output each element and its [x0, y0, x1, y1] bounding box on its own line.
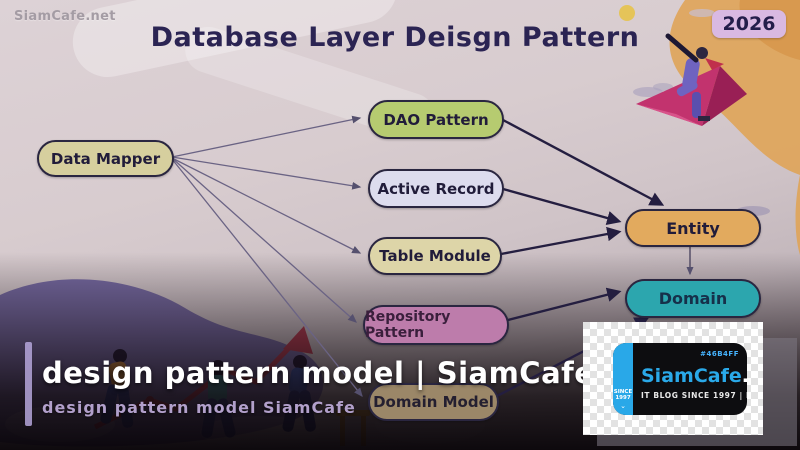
- node-label: Domain: [658, 289, 728, 308]
- node-label: DAO Pattern: [383, 110, 489, 129]
- banner-subheading: design pattern model SiamCafe: [42, 398, 356, 417]
- logo-tagline: IT BLOG SINCE 1997 | BY BOM: [641, 391, 747, 400]
- growth-arrow-icon: [283, 326, 313, 354]
- node-label: Active Record: [377, 179, 495, 198]
- logo-card: SINCE 1997 ⌄ #46B4FF SiamCafe.net IT BLO…: [583, 322, 800, 446]
- banner-accent-bar: [25, 342, 32, 426]
- edge-repository-domain: [507, 287, 622, 322]
- cloud-icon: [653, 83, 673, 91]
- node-domain: Domain: [625, 279, 761, 318]
- edge-tablemodule-entity: [500, 226, 622, 256]
- node-table-module: Table Module: [368, 237, 502, 275]
- edge-datamapper-tablemodule: [171, 157, 362, 254]
- node-domain-model: Domain Model: [368, 383, 499, 421]
- node-label: Table Module: [379, 247, 491, 265]
- edge-activerecord-entity: [502, 187, 622, 226]
- node-label: Domain Model: [373, 393, 494, 411]
- logo-brand-text: SiamCafe.net: [641, 365, 747, 387]
- logo-blue-strip: [613, 343, 633, 415]
- watermark: SiamCafe.net: [14, 9, 116, 24]
- node-label: Repository Pattern: [365, 309, 451, 341]
- since-1997-label: SINCE 1997: [613, 389, 633, 401]
- edge-datamapper-activerecord: [171, 156, 362, 190]
- year-badge: 2026: [712, 10, 786, 38]
- chevron-down-icon: ⌄: [620, 402, 626, 410]
- paper-plane-rider-illustration: [636, 33, 747, 126]
- edge-datamapper-repository: [171, 157, 357, 323]
- node-data-mapper: Data Mapper: [37, 140, 174, 177]
- color-code-label: #46B4FF: [700, 350, 739, 358]
- node-dao-pattern: DAO Pattern: [368, 100, 504, 139]
- node-entity: Entity: [625, 209, 761, 247]
- node-repository-pattern: Repository Pattern: [363, 305, 509, 345]
- edge-dao-entity: [502, 118, 665, 206]
- node-active-record: Active Record: [368, 169, 504, 208]
- cloud-icon: [633, 87, 663, 97]
- node-label: Data Mapper: [50, 149, 161, 168]
- node-label: Entity: [666, 218, 720, 238]
- lightbulb-icon: [619, 5, 635, 21]
- edge-datamapper-dao: [171, 115, 362, 158]
- page-title: Database Layer Deisgn Pattern: [150, 22, 640, 53]
- banner-heading: design pattern model | SiamCafe: [42, 356, 595, 390]
- siamcafe-logo: SINCE 1997 ⌄ #46B4FF SiamCafe.net IT BLO…: [613, 343, 747, 415]
